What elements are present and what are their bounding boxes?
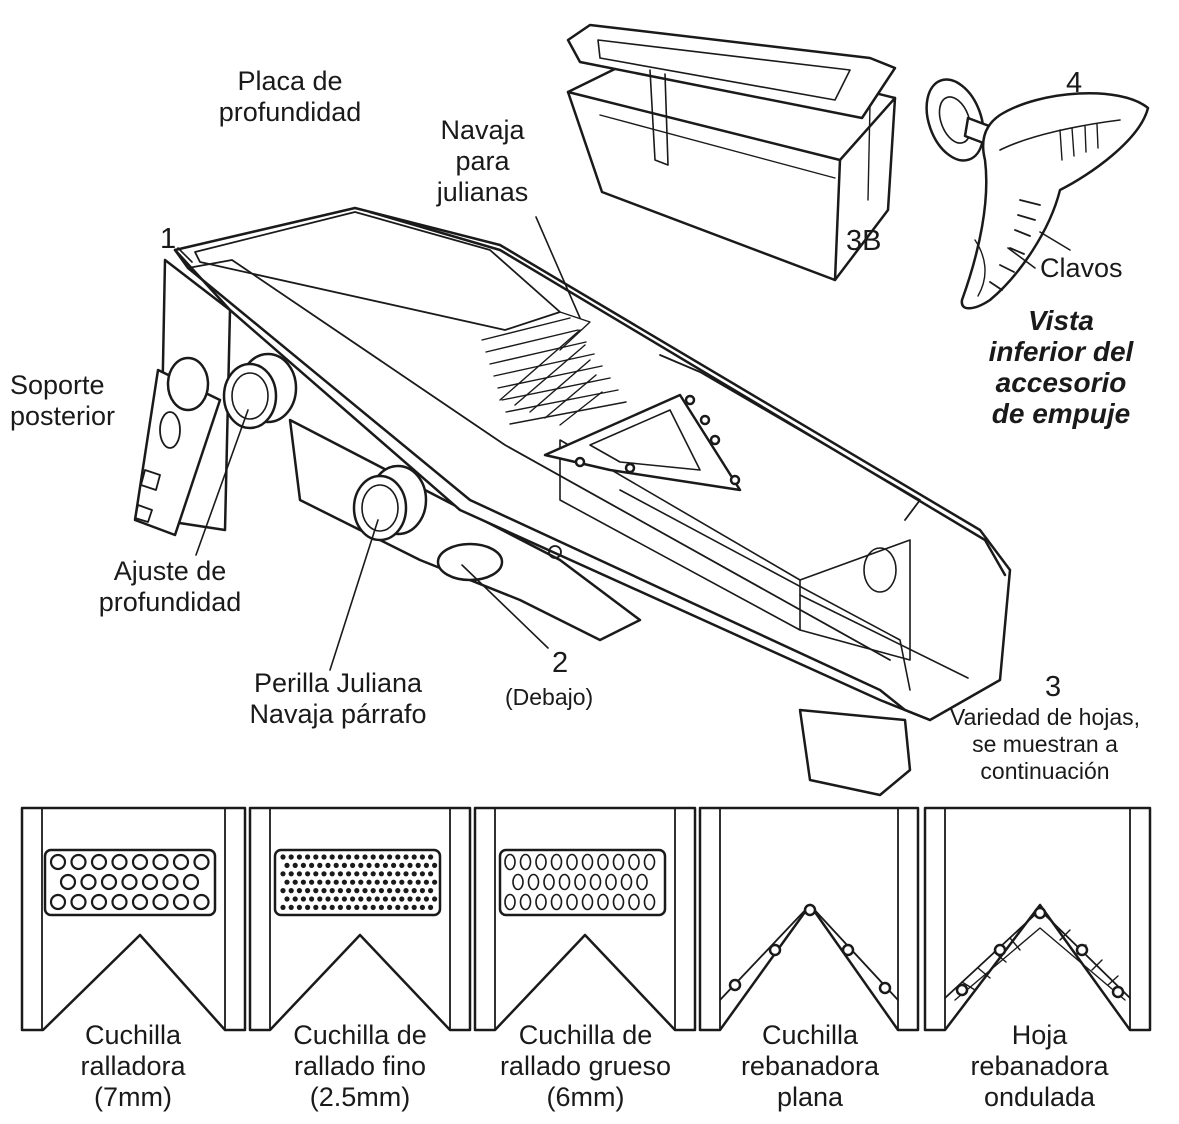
part-4-label: 4	[1066, 67, 1083, 99]
blade-fine-grater	[250, 808, 470, 1030]
pusher-accessory	[916, 72, 1148, 309]
spikes-label: Clavos	[1040, 253, 1123, 283]
depth-adjust-knob	[224, 354, 296, 428]
blade-label-straight-slicer: Cuchilla rebanadora plana	[740, 1020, 880, 1112]
rear-support	[135, 358, 220, 535]
depth-plate-label: Placa de profundidad	[218, 66, 362, 127]
storage-box	[568, 25, 895, 280]
part-1-label: 1	[160, 223, 177, 255]
julienne-blade-label: Navaja para julianas	[436, 115, 529, 207]
blade-straight-slicer	[700, 808, 918, 1030]
julienne-knob-label: Perilla Juliana Navaja párrafo	[249, 668, 427, 729]
rear-support-label: Soporte posterior	[10, 370, 116, 431]
blade-label-thick-grater: Cuchilla de rallado grueso (6mm)	[499, 1020, 672, 1112]
blade-label-wavy-slicer: Hoja rebanadora ondulada	[970, 1020, 1109, 1112]
underneath-label: (Debajo)	[505, 684, 594, 710]
blade-label-coarse-grater: Cuchilla ralladora (7mm)	[80, 1020, 186, 1112]
part-2-label: 2	[552, 647, 569, 679]
julienne-teeth	[482, 312, 626, 425]
blade-variety-label: Variedad de hojas, se muestran a continu…	[949, 704, 1141, 784]
blade-coarse-grater	[22, 808, 245, 1030]
part-3-label: 3	[1045, 671, 1062, 703]
underside-knob	[438, 544, 502, 580]
pusher-bottom-view-label: Vista inferior del accesorio de empuje	[988, 305, 1134, 429]
julienne-knob	[354, 466, 426, 540]
leader-lines	[178, 217, 1035, 678]
blade-thick-grater	[475, 808, 695, 1030]
blade-wavy-slicer	[925, 808, 1150, 1030]
blade-label-fine-grater: Cuchilla de rallado fino (2.5mm)	[293, 1020, 427, 1112]
v-slicer-blade	[545, 395, 740, 490]
grater-holes	[51, 854, 655, 910]
part-3b-label: 3B	[846, 225, 882, 257]
depth-adjust-label: Ajuste de profundidad	[98, 556, 242, 617]
